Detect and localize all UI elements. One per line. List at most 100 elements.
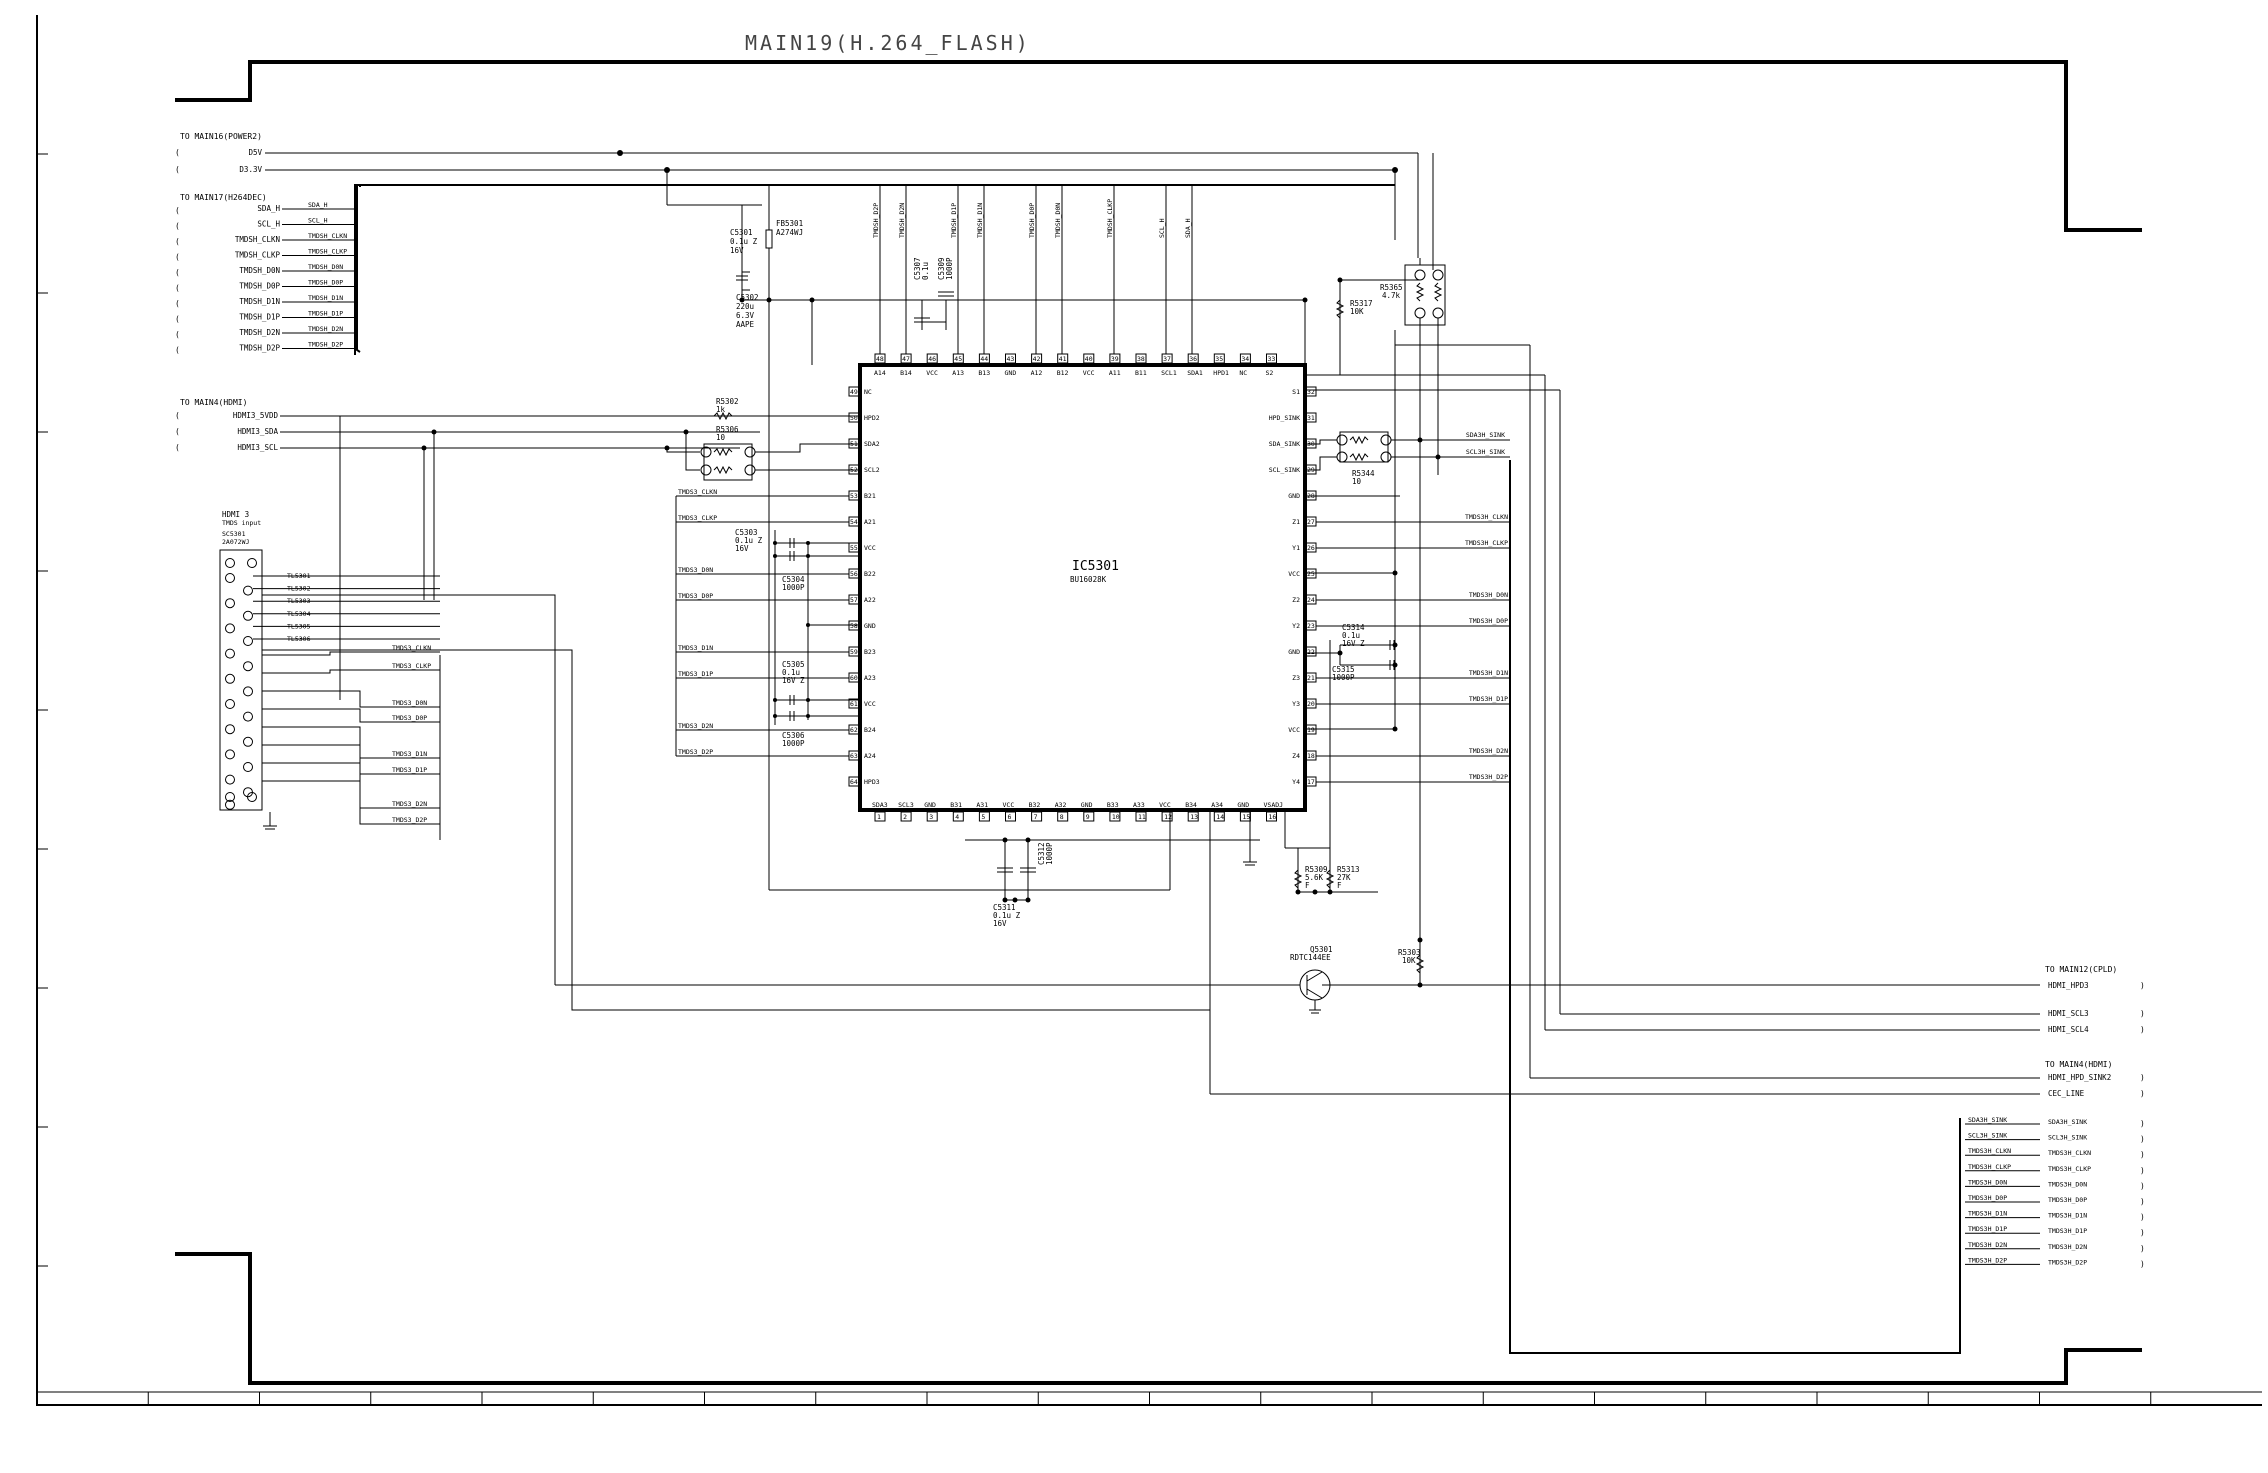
svg-text:): ) [2140, 1073, 2145, 1082]
ic-pin [848, 776, 860, 787]
net-label: SDA_SINK [1269, 440, 1300, 448]
svg-text:): ) [2140, 1089, 2145, 1098]
ic-pin [952, 811, 964, 822]
net-label: TMDS3H_D2N [2048, 1243, 2087, 1251]
net-label: TMDS3H_D2P [1968, 1256, 2007, 1264]
net-label: 16 [1269, 813, 1277, 821]
c5306-val: 1000P [782, 739, 805, 748]
net-label: TMDSH_D1P [239, 313, 280, 322]
c5303-val: 0.1u Z [735, 536, 763, 545]
net-label: NC [864, 388, 872, 396]
q5301-part: RDTC144EE [1290, 953, 1331, 962]
c5311-volt: 16V [993, 919, 1007, 928]
net-label: SCL3H_SINK [1968, 1132, 2007, 1140]
net-label: Y2 [1292, 622, 1300, 630]
ic5301: IC5301 BU16028K 48A1447B1446VCC45A1344B1… [848, 353, 1317, 822]
net-label: TMDS3H_CLKN [1465, 513, 1508, 521]
net-label: NC [1239, 369, 1247, 377]
net-label: SDA3H_SINK [1968, 1116, 2007, 1124]
svg-text:(: ( [175, 148, 180, 157]
net-label: TMDSH_D1N [976, 203, 984, 238]
ic-pin [1187, 353, 1199, 364]
net-label: TMDSH_D0N [1054, 203, 1062, 238]
net-label: TMDSH_CLKN [308, 232, 347, 240]
ic-pin [1005, 811, 1016, 822]
net-label: 45 [954, 355, 962, 363]
svg-text:): ) [2140, 1213, 2145, 1222]
net-label: TMDS3_CLKP [678, 514, 717, 522]
net-label: 35 [1215, 355, 1223, 363]
net-label: 19 [1307, 726, 1315, 734]
net-label: TMDS3H_CLKN [1968, 1147, 2011, 1155]
r5302-val: 1k [716, 405, 726, 414]
net-label: 17 [1307, 778, 1315, 786]
net-label: B24 [864, 726, 876, 734]
svg-text:): ) [2140, 1009, 2145, 1018]
net-label: TMDS3H_CLKP [2048, 1165, 2091, 1173]
net-label: SCL_SINK [1269, 466, 1300, 474]
net-label: VCC [864, 544, 876, 552]
svg-text:(: ( [175, 346, 180, 355]
net-label: TMDS3H_D0P [1469, 617, 1508, 625]
c5309-val: 1000P [945, 257, 954, 280]
c5309-ref: C5309 [937, 257, 946, 280]
net-label: 46 [928, 355, 936, 363]
ic-pin [1305, 386, 1317, 397]
svg-text:(: ( [175, 237, 180, 246]
net-label: 14 [1216, 813, 1224, 821]
svg-text:(: ( [175, 165, 180, 174]
net-label: TMDS3_D2P [392, 816, 427, 824]
net-label: TMDS3H_D1P [1968, 1225, 2007, 1233]
net-label: TMDS3_D2P [678, 748, 713, 756]
net-label: 36 [1189, 355, 1197, 363]
page-border [175, 60, 2142, 1385]
net-label: TMDSH_D2P [308, 341, 343, 349]
net-label: 40 [1085, 355, 1093, 363]
c5303-volt: 16V [735, 544, 749, 553]
ic-pin [1239, 353, 1251, 364]
net-label: TMDSH_CLKP [1106, 199, 1114, 238]
ic-pin [900, 811, 912, 822]
net-label: TMDSH_CLKP [235, 251, 281, 260]
ic-pin [848, 386, 860, 397]
c5307-ref: C5307 [913, 257, 922, 280]
net-label: TMDS3_CLKP [392, 662, 431, 670]
ic-pin [1266, 811, 1277, 822]
net-label: SCL_H [1158, 218, 1166, 238]
net-label: HPD2 [864, 414, 880, 422]
conn-cpld: TO MAIN12(CPLD) HDMI_HPD3 HDMI_SCL3 HDMI… [1305, 374, 2145, 1034]
ic-pin [1057, 353, 1069, 364]
svg-text:): ) [2140, 1025, 2145, 1034]
net-label: 1 [877, 813, 881, 821]
ic-ref: IC5301 [1072, 559, 1119, 574]
net-label: 22 [1307, 648, 1315, 656]
net-label: 47 [902, 355, 910, 363]
net-label: 64 [850, 778, 858, 786]
net-label: B11 [1135, 369, 1147, 377]
ic-pin [1109, 353, 1121, 364]
svg-text:): ) [2140, 1166, 2145, 1175]
net-label: SCL1 [1161, 369, 1177, 377]
svg-text:): ) [2140, 981, 2145, 990]
net-label: D5V [248, 148, 262, 157]
net-label: TMDSH_D2P [872, 203, 880, 238]
ic-pin [1135, 353, 1147, 364]
svg-text:(: ( [175, 299, 180, 308]
decoupling-bottom: C5311 0.1u Z 16V C5312 1000P R5309 5.6K … [554, 600, 2040, 1014]
net-label: B14 [900, 369, 912, 377]
net-label: A11 [1109, 369, 1121, 377]
r5306-ref: R5306 [716, 425, 739, 434]
ic-pin [1031, 811, 1043, 822]
net-label: GND [1005, 369, 1017, 377]
net-label: B33 [1107, 801, 1119, 809]
net-label: GND [864, 622, 876, 630]
net-label: TMDS3_D2N [678, 722, 713, 730]
net-label: VCC [1288, 726, 1300, 734]
ic-pin [1083, 353, 1095, 364]
net-label: TMDS3_D0N [678, 566, 713, 574]
net-label: GND [1081, 801, 1093, 809]
c5305-val: 0.1u [782, 668, 800, 677]
net-label: TMDSH_CLKP [308, 248, 347, 256]
r5309-val: 5.6K [1305, 873, 1324, 882]
